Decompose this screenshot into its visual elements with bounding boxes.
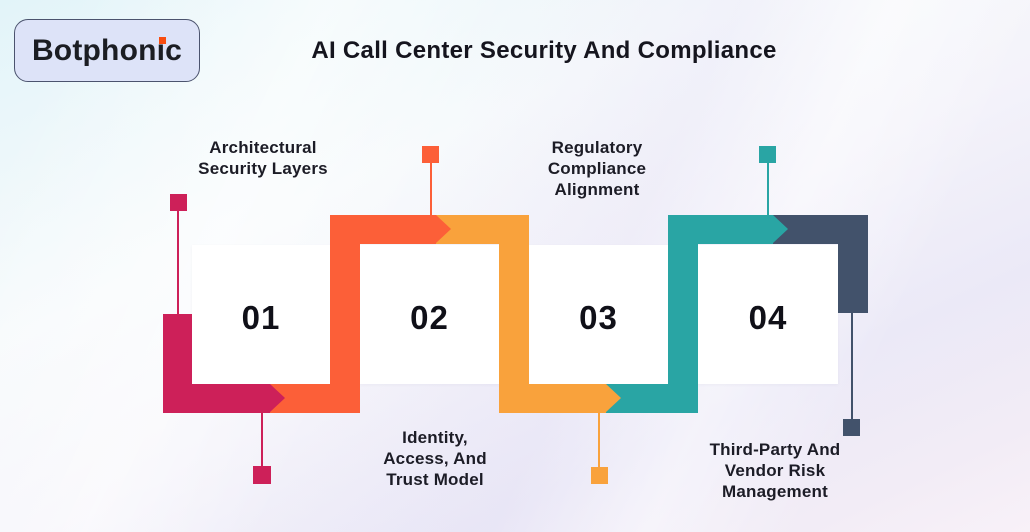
step3-path-bottom (499, 384, 606, 413)
step3-marker-square (591, 467, 608, 484)
step1-number: 01 (241, 298, 281, 336)
step3-arrow-icon (606, 384, 621, 412)
step4-path-top (668, 215, 773, 244)
step4-path-vertical (668, 215, 698, 413)
step1-arrow-icon (270, 384, 285, 412)
step3-path-vertical (499, 215, 529, 413)
step1-label: Architectural Security Layers (198, 138, 328, 178)
step1-bottom-marker-line (261, 413, 263, 466)
step4-marker-line (767, 163, 769, 215)
step2-box: 02 (360, 245, 499, 384)
step2-path-vertical (330, 215, 360, 413)
step1-path-bottom (163, 384, 270, 413)
step2-path-top (330, 215, 436, 244)
step1-bottom-marker-square (253, 466, 271, 484)
end-marker-square (843, 419, 860, 436)
step2-number: 02 (410, 298, 449, 336)
end-path-vertical (838, 215, 868, 313)
step1-box: 01 (192, 245, 330, 384)
step4-marker-square (759, 146, 776, 163)
step2-marker-square (422, 146, 439, 163)
step4-arrow-icon (773, 215, 788, 243)
step2-marker-line (430, 163, 432, 215)
page-title: AI Call Center Security And Compliance (311, 37, 777, 64)
step2-arrow-icon (436, 215, 451, 243)
step3-number: 03 (579, 298, 618, 336)
end-marker-line (851, 313, 853, 419)
step4-box: 04 (698, 245, 838, 384)
step1-top-marker-line (177, 211, 179, 314)
step1-top-marker-square (170, 194, 187, 211)
step3-box: 03 (529, 245, 668, 384)
step4-number: 04 (748, 298, 788, 336)
step4-label: Third-Party And Vendor Risk Management (709, 440, 841, 501)
step3-label: Regulatory Compliance Alignment (547, 138, 647, 199)
step3-marker-line (598, 413, 600, 467)
step2-label: Identity, Access, And Trust Model (383, 428, 487, 489)
logo-i-dot (158, 36, 166, 44)
